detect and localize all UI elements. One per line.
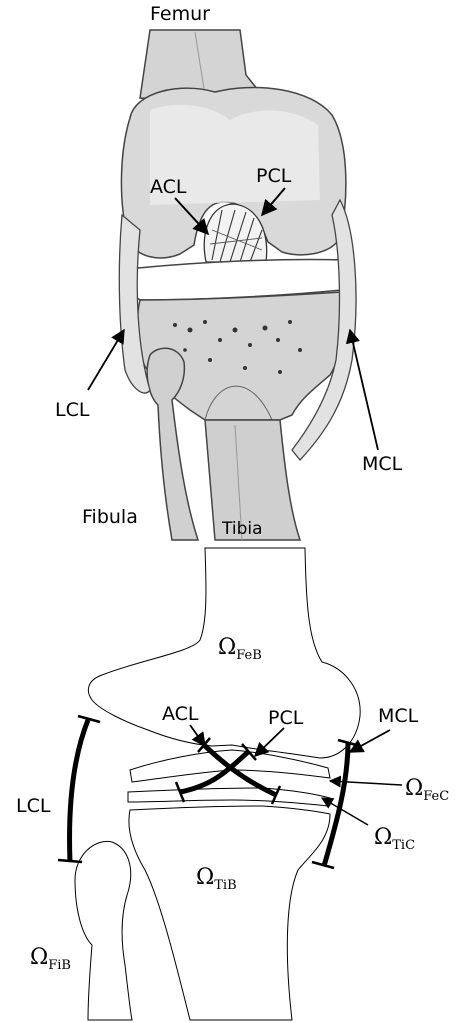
label-tibia: Tibia [221, 519, 263, 539]
label-lcl-top: LCL [55, 399, 90, 421]
lcl-ligament [70, 720, 88, 862]
label-acl-top: ACL [150, 176, 187, 198]
model-domains [75, 548, 360, 1020]
label-acl-model: ACL [162, 703, 199, 725]
label-mcl-model: MCL [378, 705, 419, 727]
label-omega-feb: ΩFeB [218, 635, 262, 663]
tibia-bone-domain [129, 806, 330, 1020]
anatomical-knee-illustration [119, 30, 356, 540]
label-lcl-model: LCL [16, 795, 51, 817]
label-pcl-top: PCL [256, 165, 292, 187]
label-mcl-top: MCL [362, 453, 403, 475]
label-fibula: Fibula [82, 506, 138, 528]
arrow-mcl-top [350, 330, 378, 450]
tibia-cartilage-domain [128, 788, 330, 806]
label-femur: Femur [150, 3, 210, 25]
mcl-ligament [324, 742, 348, 866]
arrow-lcl-top [88, 330, 124, 390]
label-omega-tic: ΩTiC [374, 825, 415, 853]
label-omega-fib: ΩFiB [30, 945, 71, 973]
label-pcl-model: PCL [268, 707, 304, 729]
model-ligaments [58, 716, 360, 868]
arrow-tibia-cartilage [322, 798, 368, 825]
label-omega-fec: ΩFeC [405, 776, 449, 804]
label-omega-tib: ΩTiB [196, 865, 237, 893]
arrow-femur-cartilage [330, 781, 402, 785]
fibula-bone-domain [75, 841, 132, 1020]
